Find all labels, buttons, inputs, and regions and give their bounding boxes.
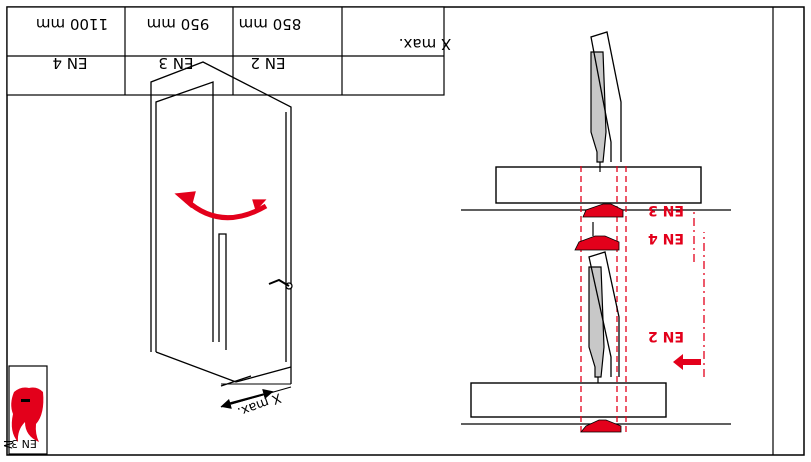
push-arrow [673,354,701,370]
text-layer: X max. 850 mm 950 mm 1100 mm EN 2 EN 3 E… [3,15,684,452]
mechanism-label-en4: EN 4 [648,230,684,246]
enclosure-dimension-label: X max. [235,389,283,419]
spec-table [6,6,445,96]
badge-symbol-icon: ≥ [3,437,14,452]
table-border [6,6,445,96]
table-header-label: X max. [399,35,452,53]
table-value-col2: 950 mm [147,15,210,33]
mechanism-label-en2: EN 2 [648,328,684,344]
mechanism-diagram [461,31,731,433]
rotated-content [6,6,805,456]
upper-slab [495,166,702,204]
table-class-col2: EN 3 [158,54,193,72]
lower-slab [470,382,667,418]
table-class-col3: EN 4 [52,54,87,72]
table-value-col3: 1100 mm [36,15,108,33]
badge-label: EN 3 [11,437,37,450]
shower-enclosure [150,61,293,409]
mechanism-label-en3: EN 3 [648,202,684,218]
table-value-col1: 850 mm [239,15,302,33]
table-class-col1: EN 2 [250,54,285,72]
fire-rating-badge [8,365,48,455]
